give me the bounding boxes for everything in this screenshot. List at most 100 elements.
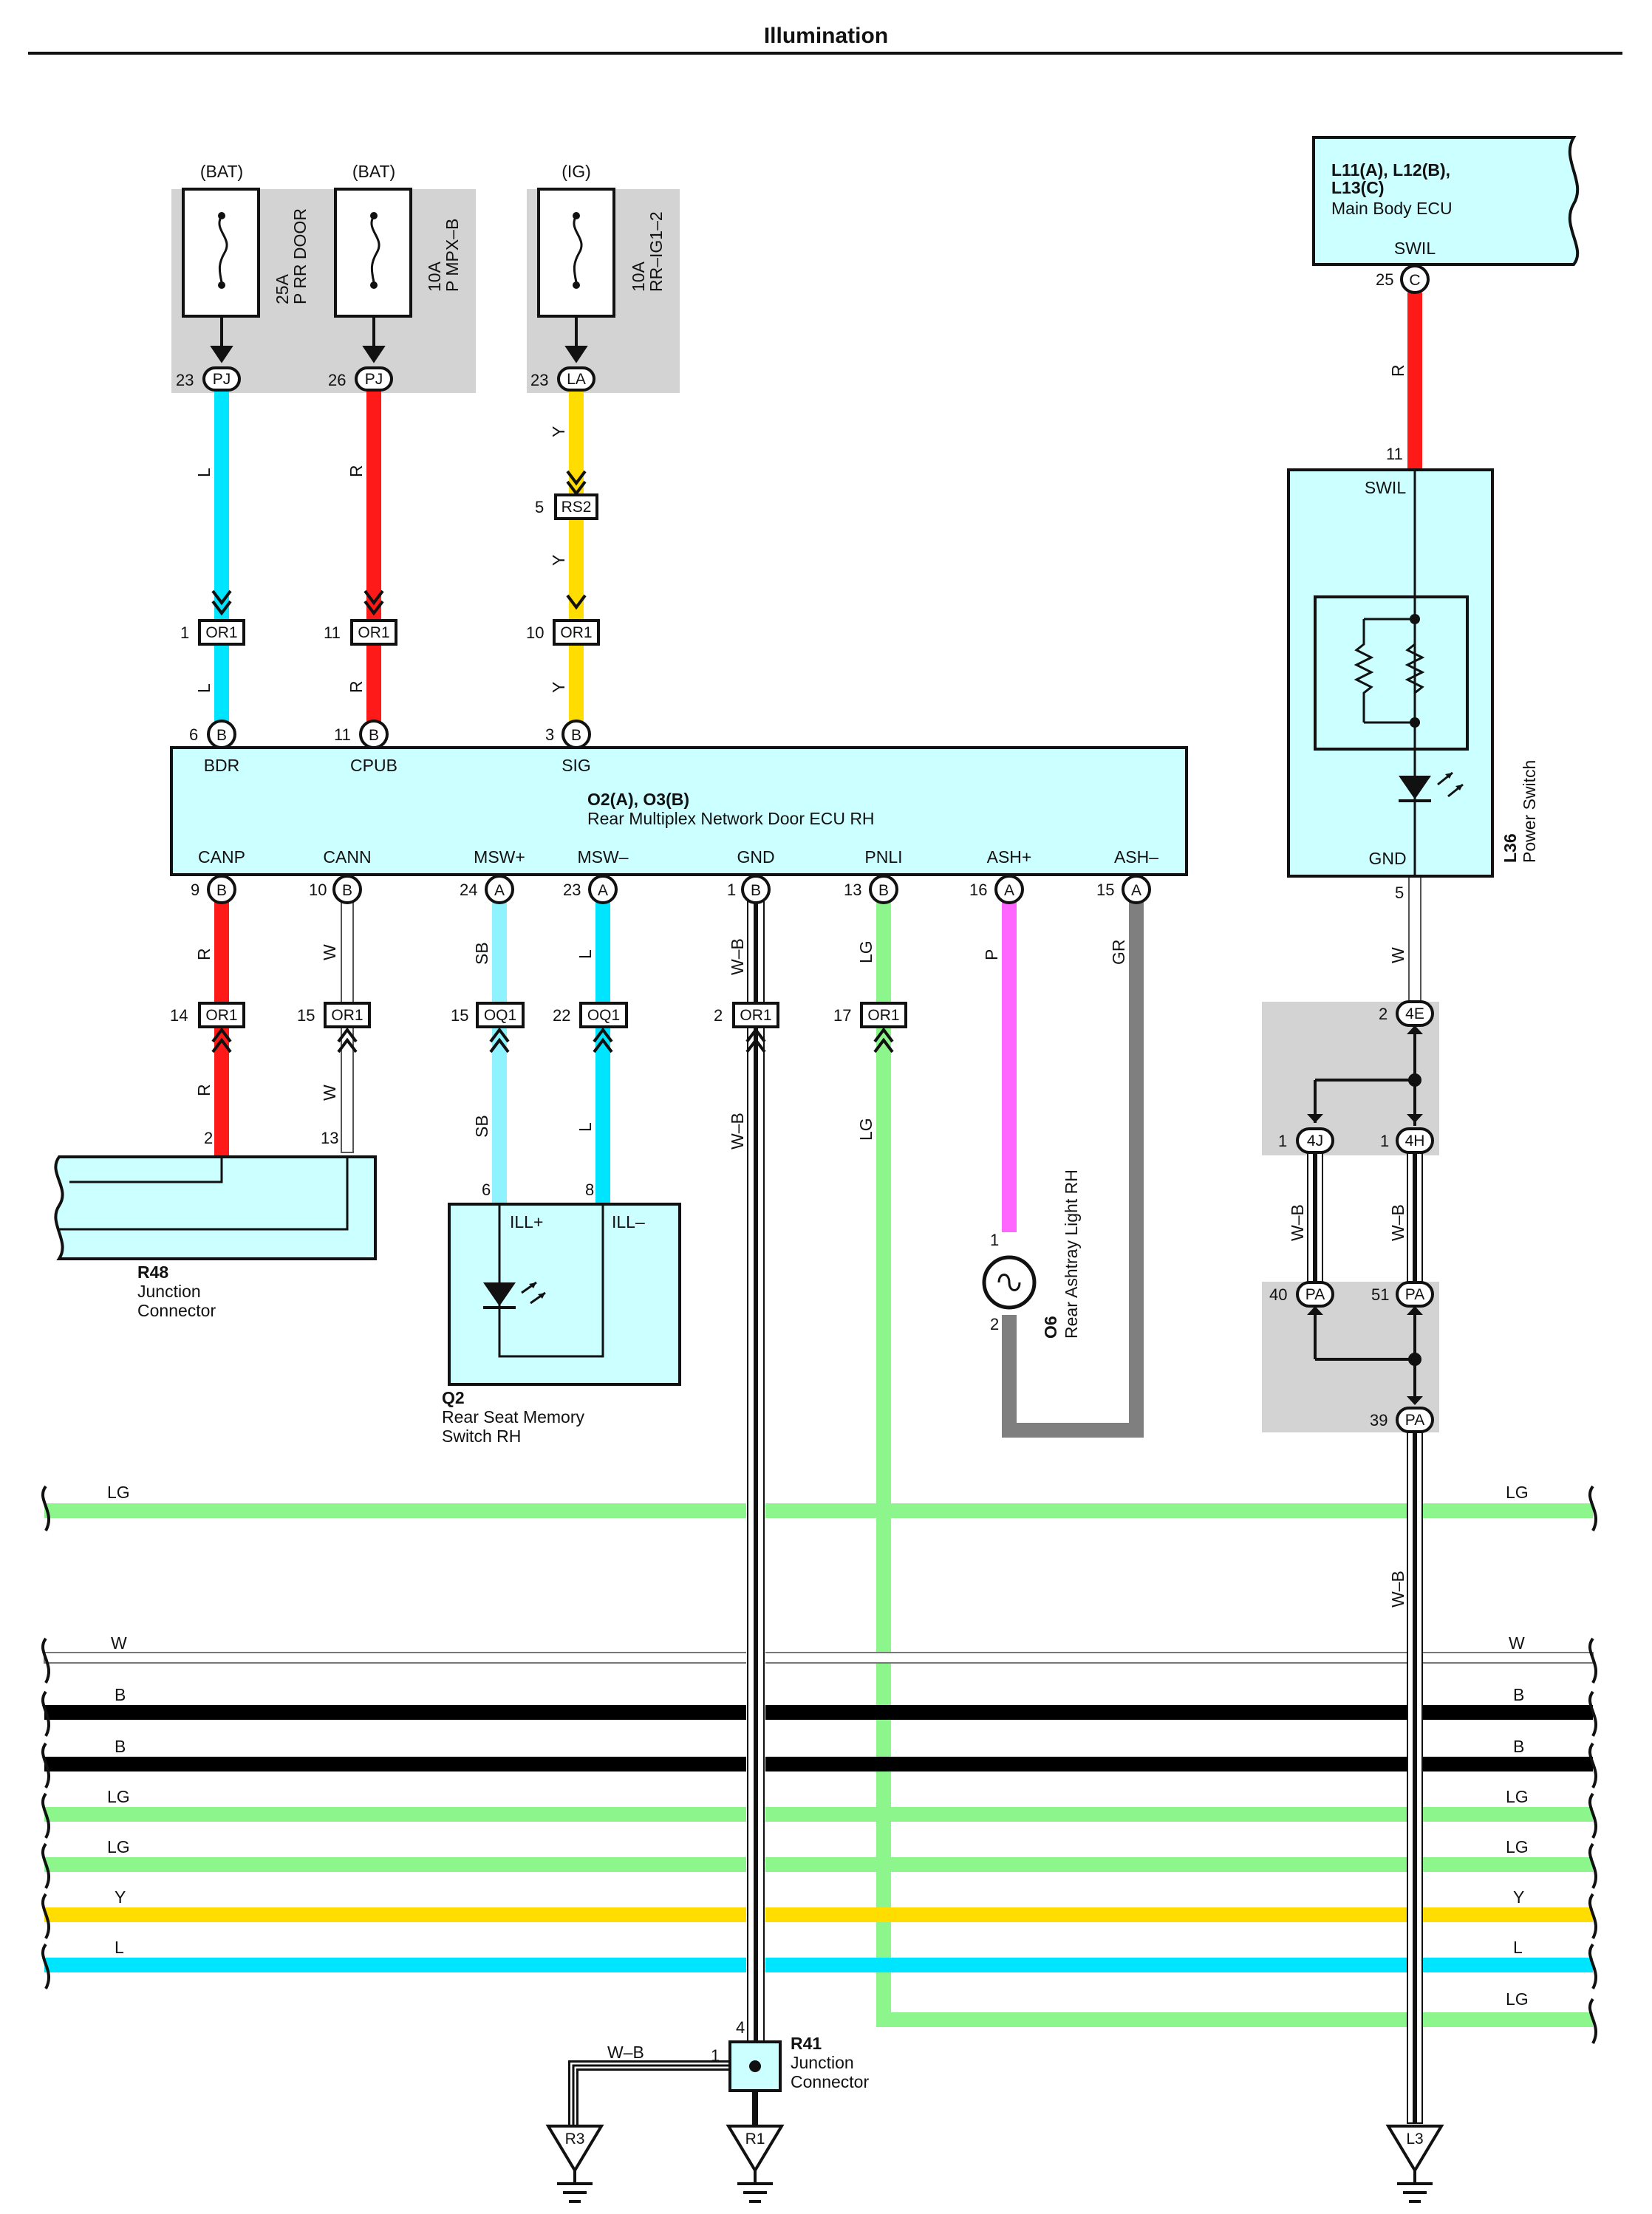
resistor-node-top — [1410, 614, 1420, 624]
wire-ashm-gr — [1129, 897, 1144, 1438]
bus-label-left-6: Y — [115, 1887, 126, 1907]
fuse-3-rating: 10A — [629, 261, 648, 292]
connector-row-2: OR1 — [324, 1002, 371, 1053]
bus-label-right-1: W — [1509, 1633, 1525, 1653]
ecu-rh-top-label-bdr: BDR — [204, 756, 240, 775]
power-switch-top-label: SWIL — [1365, 478, 1406, 497]
svg-text:OR1: OR1 — [867, 1007, 899, 1024]
fuse-2-rating: 10A — [425, 261, 444, 292]
code-gnd-upper: W–B — [728, 938, 747, 975]
main-body-ecu-pin-label: SWIL — [1394, 239, 1436, 258]
connector-or1-top-3-pin: 10 — [526, 623, 544, 642]
bus-ends — [41, 1485, 1598, 2044]
main-body-ecu-line2: L13(C) — [1331, 178, 1385, 197]
wire-l-fuse1 — [214, 390, 229, 733]
code-mswp-upper: SB — [472, 942, 491, 965]
bus-label-left-3: B — [115, 1737, 126, 1756]
fuse-1-source: (BAT) — [200, 162, 243, 181]
code-pnli-upper: LG — [856, 940, 876, 963]
junction-r41-pin-top: 4 — [736, 2018, 745, 2037]
ecu-rh-pin-cann-num: 10 — [309, 881, 327, 899]
main-body-ecu-pin-num: 25 — [1376, 270, 1393, 289]
switch-q2-led-icon — [483, 1281, 546, 1309]
splice-4-wires — [1314, 1025, 1421, 1126]
code-cann-lower: W — [320, 1084, 339, 1101]
bus-label-right-3: B — [1513, 1737, 1524, 1756]
wire-r-fuse2 — [366, 390, 381, 733]
ecu-rh-pin-mswm-num: 23 — [563, 881, 581, 899]
fuse-1-connector: PJ — [202, 366, 241, 392]
connector-row-2-pin: 15 — [297, 1006, 315, 1025]
ecu-rh-pin-cann: B — [332, 875, 362, 904]
ecu-rh-label-canp: CANP — [198, 847, 245, 867]
switch-q2-pin-a: 6 — [482, 1181, 491, 1199]
switch-q2-id: Q2 — [442, 1388, 465, 1407]
code-swil: R — [1388, 364, 1407, 377]
ecu-rh-top-pin-cpub: B — [359, 720, 389, 749]
connector-or1-top-2: OR1 — [350, 590, 397, 646]
wire-pa39-l3-wb — [1407, 1428, 1423, 2124]
bus-label-left-0: LG — [107, 1483, 130, 1502]
code-wb-left: W–B — [1288, 1204, 1307, 1241]
ecu-rh-pin-ashm: A — [1122, 875, 1151, 904]
led-icon — [1399, 771, 1464, 802]
junction-r41-line2: Connector — [791, 2072, 869, 2091]
splice-pa39: PA — [1396, 1396, 1434, 1433]
wire-pnli-lg-bend — [876, 2012, 1593, 2027]
junction-r41-line1: Junction — [791, 2053, 854, 2072]
fuse-1-pin: 23 — [176, 371, 194, 389]
wire-r41-r1 — [752, 2068, 758, 2125]
ecu-rh-name2: Rear Multiplex Network Door ECU RH — [587, 809, 875, 828]
code-fuse3-upper: Y — [549, 426, 568, 437]
svg-text:B: B — [216, 727, 227, 744]
ground-l3 — [1385, 2125, 1444, 2203]
fuse-arrows — [210, 316, 588, 363]
code-ashm: GR — [1109, 940, 1128, 966]
junction-r48-line2: Connector — [137, 1301, 216, 1320]
svg-text:LA: LA — [567, 371, 586, 388]
code-fuse2-lower: R — [347, 680, 366, 693]
connector-row-4-pin: 22 — [553, 1006, 570, 1025]
connector-or1-top-1: OR1 — [198, 590, 245, 646]
power-switch-resistor-box — [1314, 595, 1469, 751]
junction-r48-id: R48 — [137, 1263, 168, 1282]
svg-text:A: A — [1004, 882, 1014, 899]
svg-text:C: C — [1409, 272, 1420, 289]
connector-row-5-pin: 2 — [714, 1006, 723, 1025]
svg-text:OR1: OR1 — [358, 624, 389, 641]
bus-label-left-5: LG — [107, 1837, 130, 1856]
wire-mswp-sb — [492, 897, 507, 1204]
fuse-3-name: RR–IG1–2 — [646, 211, 666, 292]
bus-label-left-1: W — [111, 1633, 127, 1653]
wire-y-fuse3 — [569, 390, 584, 733]
code-fuse3-lower: Y — [549, 682, 568, 693]
ashtray-name: Rear Ashtray Light RH — [1062, 1169, 1081, 1339]
ashtray-pin2: 2 — [990, 1315, 999, 1333]
main-body-ecu-box — [1312, 136, 1580, 266]
svg-text:PJ: PJ — [213, 371, 231, 388]
splice-pa51-pin: 51 — [1371, 1285, 1389, 1304]
code-r41-r3: W–B — [607, 2043, 644, 2062]
bus-label-right-0: LG — [1506, 1483, 1529, 1502]
ashtray-pin1: 1 — [990, 1231, 999, 1249]
fuse-3-source: (IG) — [562, 162, 591, 181]
ecu-rh-label-ashp: ASH+ — [987, 847, 1032, 867]
svg-text:PA: PA — [1305, 1286, 1325, 1303]
ecu-rh-pin-ashp: A — [994, 875, 1024, 904]
fuse-2-connector: PJ — [355, 366, 393, 392]
splice-4j-pin: 1 — [1278, 1132, 1287, 1150]
splice-pa40: PA — [1296, 1281, 1334, 1315]
fuse-1 — [182, 188, 260, 318]
ecu-rh-pin-ashm-num: 15 — [1096, 881, 1114, 899]
svg-text:PA: PA — [1405, 1412, 1424, 1429]
junction-r48-box — [54, 1155, 377, 1260]
switch-q2-line2: Switch RH — [442, 1427, 521, 1446]
splice-pa40-pin: 40 — [1269, 1285, 1287, 1304]
ecu-rh-box — [170, 746, 1188, 876]
fuse-3 — [537, 188, 615, 318]
ground-r1 — [726, 2125, 785, 2203]
svg-text:PJ: PJ — [365, 371, 383, 388]
connector-row-4: OQ1 — [579, 1002, 628, 1053]
fuse-3-connector: LA — [557, 366, 595, 392]
